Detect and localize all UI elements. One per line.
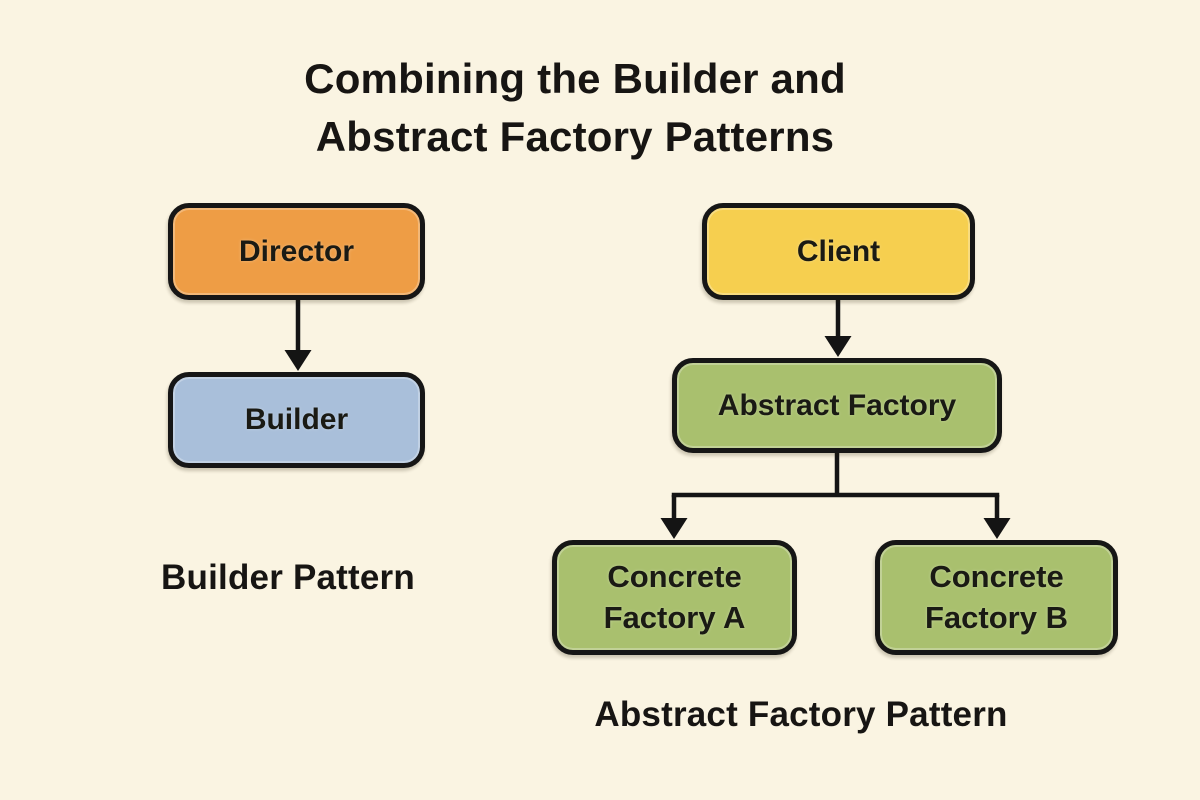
arrow-client-to-abstract-factory <box>824 298 852 357</box>
branch-abstract-factory-to-concrete-factories <box>660 451 1011 539</box>
node-director: Director <box>168 203 425 300</box>
abstract-factory-pattern-caption: Abstract Factory Pattern <box>594 695 1008 734</box>
arrowhead-down-icon <box>284 350 312 371</box>
arrowhead-down-icon <box>983 518 1011 539</box>
page-title: Combining the Builder and Abstract Facto… <box>175 50 975 166</box>
node-builder: Builder <box>168 372 425 468</box>
node-concrete-factory-b: Concrete Factory B <box>875 540 1118 655</box>
page-title-line-2: Abstract Factory Patterns <box>315 113 835 160</box>
node-concrete-factory-a: Concrete Factory A <box>552 540 797 655</box>
arrowhead-down-icon <box>824 336 852 357</box>
node-client: Client <box>702 203 975 300</box>
page-title-line-1: Combining the Builder and <box>304 55 846 102</box>
arrowhead-down-icon <box>660 518 688 539</box>
builder-pattern-caption: Builder Pattern <box>161 558 415 597</box>
arrow-director-to-builder <box>284 298 312 371</box>
node-abstract-factory: Abstract Factory <box>672 358 1002 453</box>
